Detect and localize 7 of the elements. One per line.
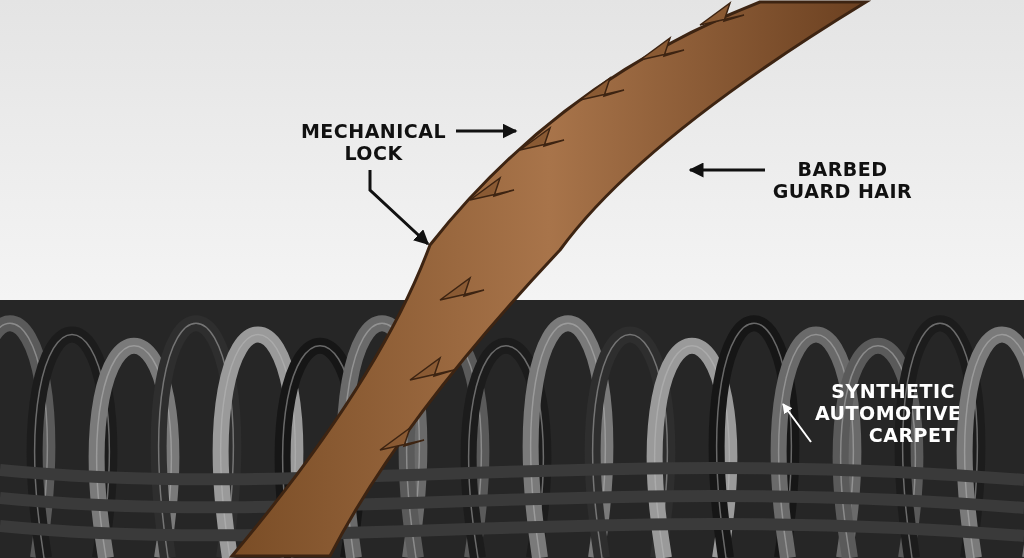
callout-label: MECHANICAL LOCK [296, 120, 451, 164]
leader-arrow [368, 170, 430, 246]
leader-arrow [782, 403, 812, 443]
callout-label: BARBED GUARD HAIR [770, 158, 915, 202]
leader-arrow [688, 162, 765, 178]
leader-arrow [456, 123, 518, 139]
carpet-fiber-drawing [0, 300, 1024, 558]
